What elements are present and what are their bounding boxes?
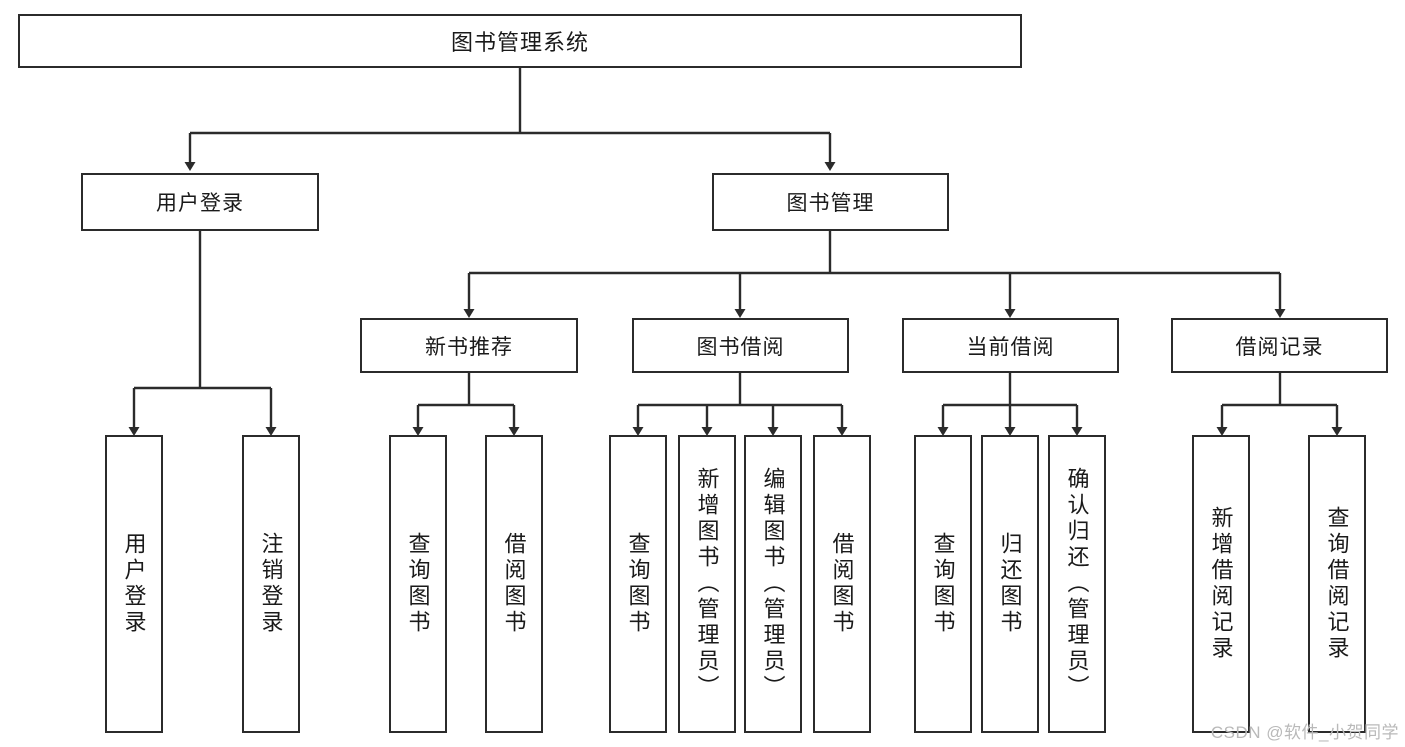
node-label: 借阅记录	[1235, 335, 1324, 359]
leaf-edit-book-admin[interactable]: 编辑图书（管理员）	[744, 435, 802, 733]
leaf-search-book-recommend[interactable]: 查询图书	[389, 435, 447, 733]
node-book-management[interactable]: 图书管理	[712, 173, 949, 231]
node-label: 借阅图书	[501, 532, 527, 636]
node-label: 图书管理系统	[450, 30, 589, 55]
leaf-borrow-book-recommend[interactable]: 借阅图书	[485, 435, 543, 733]
node-label: 新书推荐	[425, 335, 513, 359]
node-root-book-management-system[interactable]: 图书管理系统	[18, 14, 1022, 68]
node-label: 借阅图书	[829, 532, 855, 636]
node-label: 确认归还（管理员）	[1064, 467, 1090, 701]
leaf-return-book[interactable]: 归还图书	[981, 435, 1039, 733]
node-label: 用户登录	[121, 532, 147, 636]
leaf-search-borrow-record[interactable]: 查询借阅记录	[1308, 435, 1366, 733]
leaf-search-book-borrow[interactable]: 查询图书	[609, 435, 667, 733]
node-label: 图书管理	[786, 192, 875, 215]
node-label: 用户登录	[156, 192, 244, 215]
node-book-borrow[interactable]: 图书借阅	[632, 318, 849, 373]
node-label: 查询借阅记录	[1324, 506, 1350, 662]
leaf-user-login[interactable]: 用户登录	[105, 435, 163, 733]
node-label: 查询图书	[405, 532, 431, 636]
leaf-add-borrow-record[interactable]: 新增借阅记录	[1192, 435, 1250, 733]
node-borrow-record[interactable]: 借阅记录	[1171, 318, 1388, 373]
node-current-borrow[interactable]: 当前借阅	[902, 318, 1119, 373]
leaf-search-book-current[interactable]: 查询图书	[914, 435, 972, 733]
node-label: 当前借阅	[966, 335, 1055, 359]
node-label: 编辑图书（管理员）	[760, 467, 786, 701]
node-label: 查询图书	[625, 532, 651, 636]
leaf-user-logout[interactable]: 注销登录	[242, 435, 300, 733]
node-user-login[interactable]: 用户登录	[81, 173, 319, 231]
node-label: 归还图书	[997, 532, 1023, 636]
node-label: 新增图书（管理员）	[694, 467, 720, 701]
leaf-confirm-return-admin[interactable]: 确认归还（管理员）	[1048, 435, 1106, 733]
node-label: 注销登录	[258, 532, 284, 636]
node-label: 查询图书	[930, 532, 956, 636]
node-label: 图书借阅	[696, 335, 785, 359]
leaf-add-book-admin[interactable]: 新增图书（管理员）	[678, 435, 736, 733]
node-new-book-recommend[interactable]: 新书推荐	[360, 318, 578, 373]
node-label: 新增借阅记录	[1208, 506, 1234, 662]
leaf-borrow-book[interactable]: 借阅图书	[813, 435, 871, 733]
csdn-watermark: CSDN @软件_小贺同学	[1210, 723, 1399, 742]
